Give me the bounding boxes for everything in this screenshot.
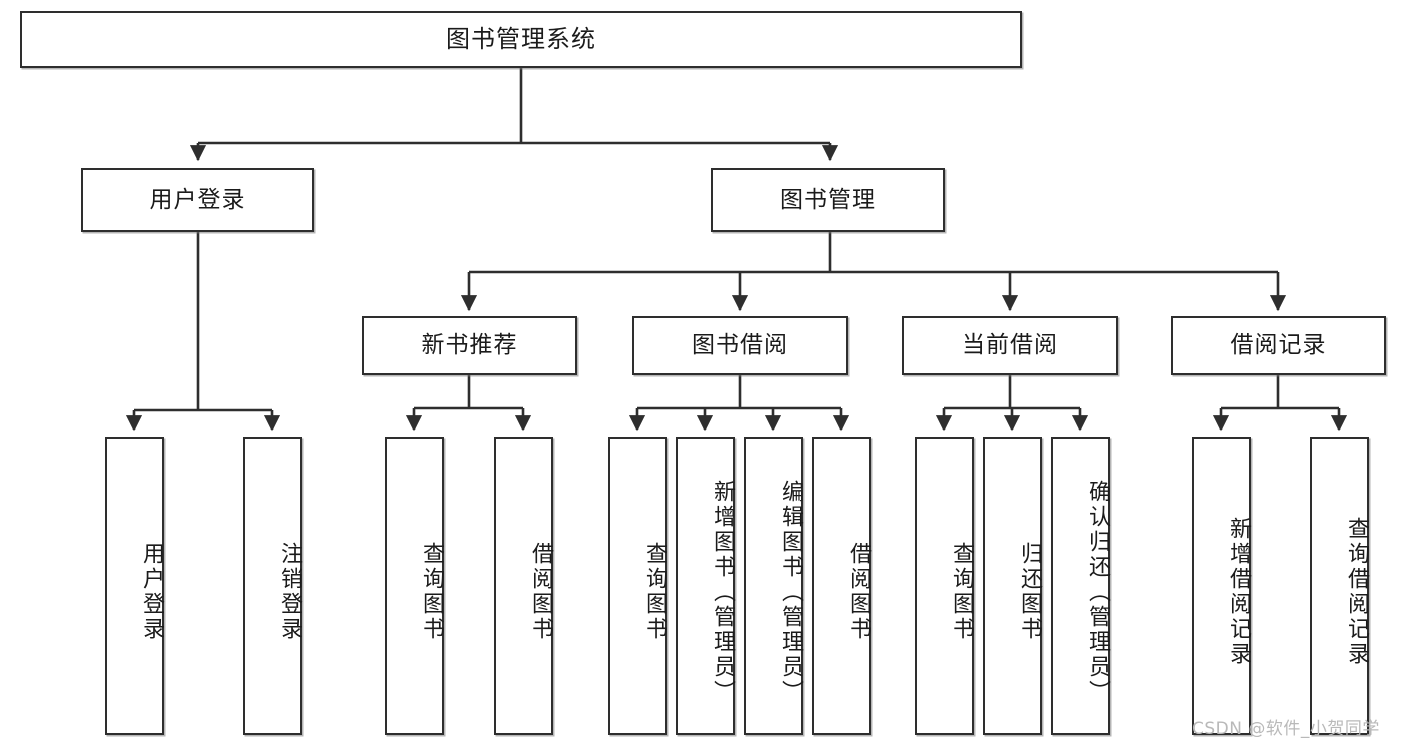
- node-label: 归还图书: [1017, 542, 1042, 642]
- node-user-login[interactable]: 用户登录: [81, 168, 314, 232]
- node-label: 图书借阅: [692, 332, 788, 359]
- node-label: 图书管理: [780, 186, 876, 213]
- node-book-borrow[interactable]: 图书借阅: [632, 316, 848, 375]
- node-label: 查询借阅记录: [1344, 517, 1369, 667]
- leaf-confirm-return[interactable]: 确认归还（管理员）: [1051, 437, 1110, 735]
- node-label: 编辑图书（管理员）: [778, 479, 803, 705]
- leaf-edit-book[interactable]: 编辑图书（管理员）: [744, 437, 803, 735]
- node-label: 用户登录: [139, 542, 164, 642]
- leaf-query-book-3[interactable]: 查询图书: [915, 437, 974, 735]
- node-new-book-recommend[interactable]: 新书推荐: [362, 316, 577, 375]
- node-label: 新增图书（管理员）: [710, 479, 735, 705]
- leaf-logout-login[interactable]: 注销登录: [243, 437, 302, 735]
- leaf-add-record[interactable]: 新增借阅记录: [1192, 437, 1251, 735]
- node-book-manage[interactable]: 图书管理: [711, 168, 945, 232]
- leaf-add-book[interactable]: 新增图书（管理员）: [676, 437, 735, 735]
- node-label: 新增借阅记录: [1226, 517, 1251, 667]
- node-label: 借阅图书: [528, 542, 553, 642]
- leaf-query-book-1[interactable]: 查询图书: [385, 437, 444, 735]
- node-root-system[interactable]: 图书管理系统: [20, 11, 1022, 68]
- leaf-return-book[interactable]: 归还图书: [983, 437, 1042, 735]
- leaf-borrow-book-1[interactable]: 借阅图书: [494, 437, 553, 735]
- node-label: 确认归还（管理员）: [1085, 479, 1110, 705]
- csdn-watermark: CSDN @软件_小贺同学: [1192, 719, 1380, 739]
- leaf-borrow-book-2[interactable]: 借阅图书: [812, 437, 871, 735]
- leaf-query-book-2[interactable]: 查询图书: [608, 437, 667, 735]
- leaf-user-login[interactable]: 用户登录: [105, 437, 164, 735]
- node-label: 图书管理系统: [446, 24, 596, 53]
- node-label: 查询图书: [642, 542, 667, 642]
- node-label: 借阅图书: [846, 542, 871, 642]
- node-label: 注销登录: [277, 542, 302, 642]
- node-label: 查询图书: [949, 542, 974, 642]
- leaf-query-record[interactable]: 查询借阅记录: [1310, 437, 1369, 735]
- node-label: 新书推荐: [421, 332, 518, 359]
- node-current-borrow[interactable]: 当前借阅: [902, 316, 1118, 375]
- node-label: 查询图书: [419, 542, 444, 642]
- node-label: 用户登录: [149, 186, 246, 213]
- node-label: 借阅记录: [1230, 332, 1327, 359]
- node-label: 当前借阅: [962, 332, 1058, 359]
- node-borrow-record[interactable]: 借阅记录: [1171, 316, 1386, 375]
